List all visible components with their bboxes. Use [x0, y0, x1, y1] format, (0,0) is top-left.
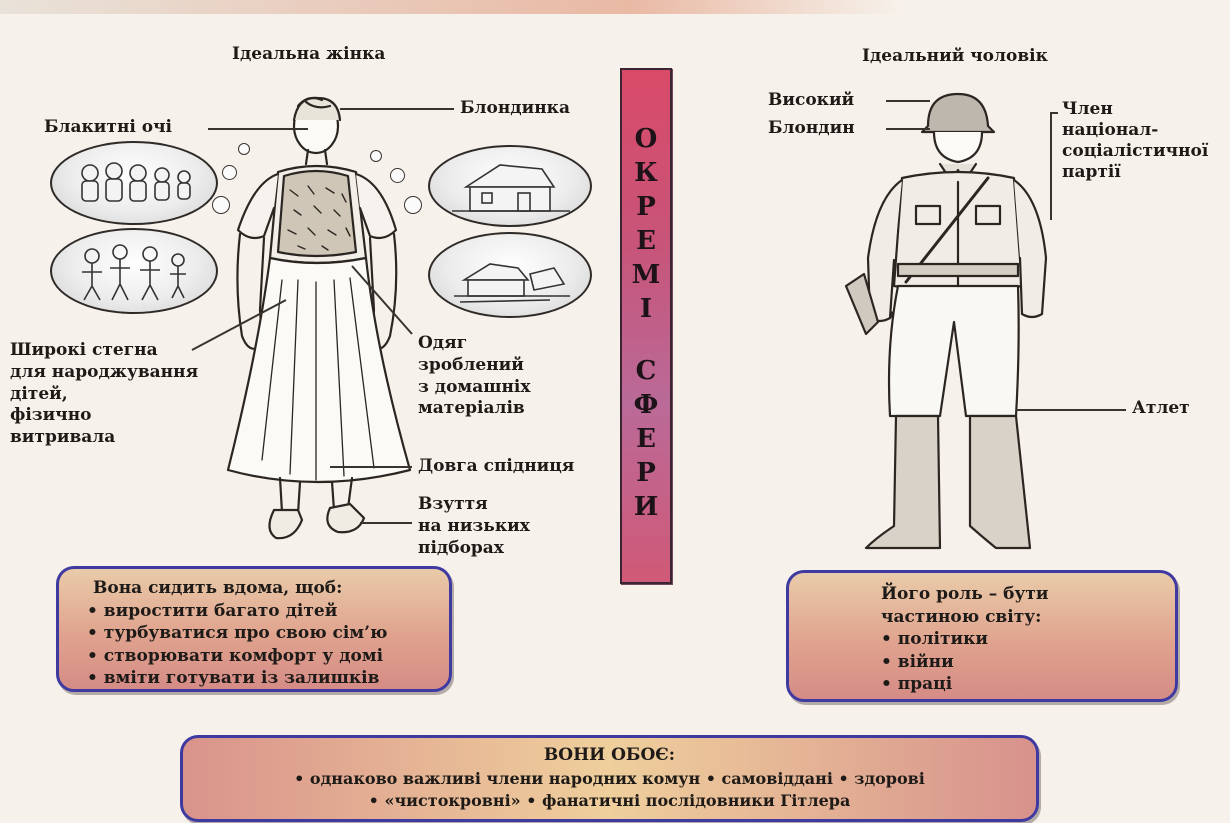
man-box-heading: частиною світу:: [881, 606, 1175, 629]
man-box-item: • політики: [881, 628, 1175, 651]
pointer-line: [1050, 112, 1052, 220]
label-shoes-line: Взуття: [418, 494, 530, 516]
thought-bubble: [390, 168, 405, 183]
column-letter: Ф: [622, 390, 670, 420]
label-hips-line: для народжування: [10, 362, 198, 384]
pointer-line: [348, 262, 428, 342]
both-line-2: • «чистокровні» • фанатичні послідовники…: [183, 790, 1036, 812]
man-box-item: • праці: [881, 673, 1175, 696]
farm-picture: [428, 232, 592, 318]
thought-bubble: [404, 196, 422, 214]
label-blonde: Блондинка: [460, 98, 570, 120]
label-shoes: Взуття на низьких підборах: [418, 494, 530, 559]
both-title: ВОНИ ОБОЄ:: [183, 744, 1036, 768]
man-figure: [836, 86, 1066, 566]
pointer-line: [208, 128, 308, 130]
thought-bubble: [370, 150, 382, 162]
pointer-line: [330, 466, 412, 468]
woman-title: Ідеальна жінка: [232, 44, 385, 64]
label-member-line: Член: [1062, 99, 1208, 120]
label-member-line: партії: [1062, 162, 1208, 183]
label-blond: Блондин: [768, 118, 855, 140]
label-clothes-line: зроблений: [418, 355, 531, 377]
column-letter: И: [622, 492, 670, 522]
label-clothes-line: матеріалів: [418, 398, 531, 420]
separate-spheres-column: О К Р Е М І С Ф Е Р И: [620, 68, 672, 584]
column-letter: О: [622, 124, 670, 154]
man-role-box: Його роль – бути частиною світу: • політ…: [786, 570, 1178, 702]
pointer-line: [1016, 409, 1126, 411]
label-hips-line: фізично: [10, 405, 198, 427]
column-letter: С: [622, 356, 670, 386]
label-member-line: націонал-: [1062, 120, 1208, 141]
label-clothes-line: з домашніх: [418, 377, 531, 399]
both-summary-box: ВОНИ ОБОЄ: • однаково важливі члени наро…: [180, 735, 1039, 822]
column-letter: Е: [622, 424, 670, 454]
label-shoes-line: на низьких: [418, 516, 530, 538]
column-letter: К: [622, 158, 670, 188]
man-box-item: • війни: [881, 651, 1175, 674]
thought-bubble: [238, 143, 250, 155]
label-hips: Широкі стегна для народжування дітей, фі…: [10, 340, 198, 449]
column-letter: І: [622, 294, 670, 324]
pointer-line: [886, 100, 930, 102]
label-shoes-line: підборах: [418, 538, 530, 560]
woman-box-item: • виростити багато дітей: [87, 600, 449, 623]
label-hips-line: дітей,: [10, 384, 198, 406]
label-tall: Високий: [768, 90, 854, 112]
column-letter: Р: [622, 458, 670, 488]
column-letter: М: [622, 260, 670, 290]
woman-role-box: Вона сидить вдома, щоб: • виростити бага…: [56, 566, 452, 692]
label-long-skirt: Довга спідниця: [418, 456, 574, 478]
pointer-line: [886, 128, 930, 130]
label-athlete: Атлет: [1132, 398, 1190, 420]
pointer-line: [190, 296, 310, 356]
man-box-heading: Його роль – бути: [881, 583, 1175, 606]
pointer-line: [360, 522, 412, 524]
label-blue-eyes: Блакитні очі: [44, 117, 172, 139]
woman-box-item: • створювати комфорт у домі: [87, 645, 449, 668]
paper-top-strip: [0, 0, 900, 14]
woman-box-item: • вміти готувати із залишків: [87, 667, 449, 690]
both-line-1: • однаково важливі члени народних комун …: [183, 768, 1036, 790]
house-picture: [428, 145, 592, 227]
woman-box-item: • турбуватися про свою сім’ю: [87, 622, 449, 645]
column-letter: Е: [622, 226, 670, 256]
thought-bubble: [222, 165, 237, 180]
label-party-member: Член націонал- соціалістичної партії: [1062, 99, 1208, 183]
children-group-picture: [50, 141, 218, 225]
label-hips-line: Широкі стегна: [10, 340, 198, 362]
man-title: Ідеальний чоловік: [862, 46, 1048, 66]
label-member-line: соціалістичної: [1062, 141, 1208, 162]
pointer-line: [340, 108, 454, 110]
label-hips-line: витривала: [10, 427, 198, 449]
woman-box-heading: Вона сидить вдома, щоб:: [93, 577, 449, 600]
label-clothes: Одяг зроблений з домашніх матеріалів: [418, 333, 531, 420]
label-clothes-line: Одяг: [418, 333, 531, 355]
pointer-line: [1050, 112, 1058, 114]
column-letter: Р: [622, 192, 670, 222]
